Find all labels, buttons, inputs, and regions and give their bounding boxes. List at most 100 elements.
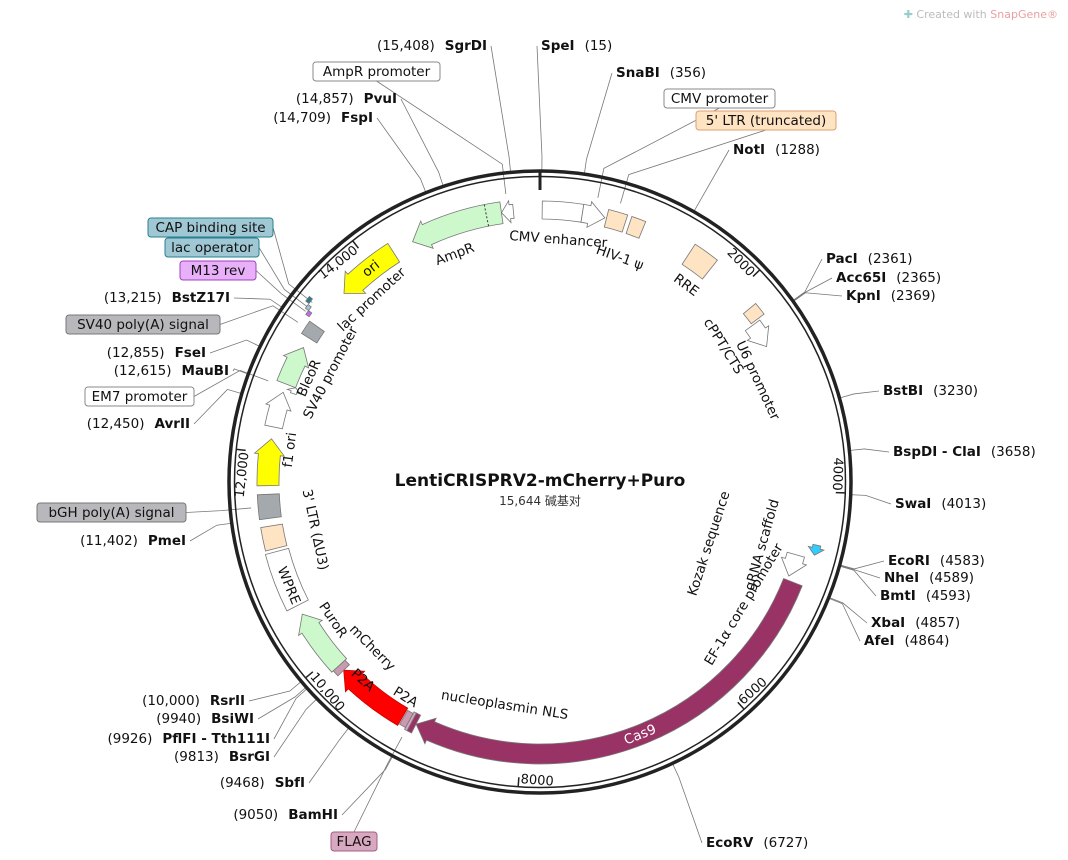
enzyme-label-afei: AfeI(4864) <box>864 633 949 649</box>
enzyme-leader-line <box>829 597 868 624</box>
enzyme-name: PmeI <box>148 533 186 549</box>
enzyme-leader-line <box>341 756 393 816</box>
boxed-label-flag: FLAG <box>336 834 371 850</box>
enzyme-label-nhei: NheI(4589) <box>884 570 974 586</box>
enzyme-position: (10,000) <box>142 693 200 709</box>
tick-mark <box>352 240 360 249</box>
feature-em7-promoter <box>285 387 302 396</box>
enzyme-label-sbfi: (9468)SbfI <box>220 775 305 791</box>
plasmid-title: LentiCRISPRV2-mCherry+Puro <box>395 471 686 491</box>
enzyme-name: SpeI <box>541 38 575 54</box>
feature-flag <box>403 711 417 732</box>
enzyme-name: PvuI <box>364 91 397 107</box>
enzyme-position: (14,857) <box>296 91 354 107</box>
tick-mark <box>305 671 314 679</box>
boxed-label-leader-line <box>193 369 269 397</box>
boxed-label-leader-line <box>376 80 507 195</box>
feature-f1-ori <box>253 438 286 487</box>
tick-mark <box>236 448 246 452</box>
enzyme-position: (356) <box>670 65 706 81</box>
feature-hiv-1 <box>625 215 647 239</box>
enzyme-leader-line <box>536 45 543 171</box>
tick-label: 12,000 <box>233 451 253 498</box>
enzyme-position: (4857) <box>915 615 960 631</box>
enzyme-label-swai: SwaI(4013) <box>895 496 986 512</box>
enzyme-name: BstBI <box>883 383 923 399</box>
enzyme-leader-line <box>308 728 349 784</box>
enzyme-label-noti: NotI(1288) <box>733 142 820 158</box>
enzyme-leader-line <box>840 565 881 579</box>
feature-label-ampr: AmpR <box>433 240 476 269</box>
enzyme-name: XbaI <box>871 615 905 631</box>
enzyme-position: (12,450) <box>87 416 145 432</box>
enzyme-label-bsiwi: (9940) BsiWI <box>156 711 254 727</box>
enzyme-position: (4593) <box>926 588 971 604</box>
feature-bgh-poly-a-signal <box>256 493 282 521</box>
boxed-label-leader-line <box>272 227 313 303</box>
enzyme-leader-line <box>257 687 306 720</box>
enzyme-leader-line <box>793 258 823 301</box>
enzyme-label-spei: SpeI (15) <box>541 38 612 54</box>
enzyme-position: (4864) <box>905 633 950 649</box>
enzyme-position: (9813) <box>174 749 219 765</box>
enzyme-label-maubi: (12,615)MauBI <box>114 363 229 379</box>
enzyme-label-bsrgi: (9813)BsrGI <box>174 749 270 765</box>
enzyme-label-rsrii: (10,000)RsrII <box>142 693 245 709</box>
feature-label-u6-promoter: U6 promoter <box>732 339 783 424</box>
boxed-label-5-ltr-truncated: 5' LTR (truncated) <box>706 113 827 129</box>
enzyme-label-sgrdi: (15,408)SgrDI <box>377 38 487 54</box>
enzyme-position: (2365) <box>896 270 941 286</box>
enzyme-name: BamHI <box>288 807 338 823</box>
boxed-label-frame <box>147 217 274 238</box>
plasmid-size: 15,644 碱基对 <box>499 494 581 508</box>
enzyme-label-bspdi-clai: BspDI - ClaI(3658) <box>893 444 1036 460</box>
enzyme-leader-line <box>840 566 877 597</box>
enzyme-name: BsiWI <box>211 711 254 727</box>
feature-lac-operator <box>304 303 312 312</box>
feature-p2a <box>399 709 414 729</box>
enzyme-label-ecori: EcoRI(4583) <box>888 553 985 569</box>
feature-ampr-promoter <box>501 199 515 224</box>
feature-label-kozak-sequence: Kozak sequence <box>685 489 734 598</box>
enzyme-leader-line <box>189 522 231 542</box>
enzyme-leader-line <box>248 681 301 702</box>
enzyme-leader-line <box>490 45 511 172</box>
enzyme-leader-line <box>829 598 861 642</box>
boxed-label-cap-binding-site: CAP binding site <box>155 220 265 236</box>
enzyme-position: (15) <box>585 38 613 54</box>
feature-3-ltr-u3 <box>260 523 288 552</box>
boxed-label-leader-line <box>185 507 252 513</box>
tick-label: 4000 <box>829 457 845 491</box>
enzyme-leader-line <box>840 390 880 399</box>
feature-ori <box>343 242 401 294</box>
enzyme-leader-line <box>376 117 426 192</box>
enzyme-name: Acc65I <box>836 270 886 286</box>
enzyme-label-avrii: (12,450)AvrII <box>87 416 190 432</box>
enzyme-label-xbai: XbaI (4857) <box>871 615 960 631</box>
enzyme-position: (9926) <box>107 731 152 747</box>
enzyme-position: (12,615) <box>114 363 172 379</box>
enzyme-leader-line <box>232 368 248 375</box>
enzyme-label-pvui: (14,857) PvuI <box>296 91 397 107</box>
feature-puror <box>298 613 348 673</box>
feature-rre <box>681 243 718 280</box>
enzyme-name: FseI <box>175 345 206 361</box>
boxed-label-lac-operator: lac operator <box>171 240 253 256</box>
enzyme-position: (9468) <box>220 775 265 791</box>
enzyme-position: (9050) <box>233 807 278 823</box>
enzyme-label-fsei: (12,855) FseI <box>107 345 206 361</box>
enzyme-position: (1288) <box>775 142 820 158</box>
enzyme-position: (9940) <box>156 711 201 727</box>
enzyme-name: FspI <box>341 110 373 126</box>
feature-m13-rev <box>305 310 313 318</box>
feature-label-nucleoplasmin-nls: nucleoplasmin NLS <box>440 687 569 723</box>
tick-mark <box>517 777 520 787</box>
enzyme-label-bstbi: BstBI(3230) <box>883 383 978 399</box>
enzyme-position: (12,855) <box>107 345 165 361</box>
enzyme-name: BmtI <box>880 588 916 604</box>
enzyme-leader-line <box>850 448 890 453</box>
boxed-label-ampr-promoter: AmpR promoter <box>323 64 431 80</box>
feature-label-hiv-1: HIV-1 ψ <box>594 242 646 274</box>
enzyme-position: (2361) <box>868 251 913 267</box>
